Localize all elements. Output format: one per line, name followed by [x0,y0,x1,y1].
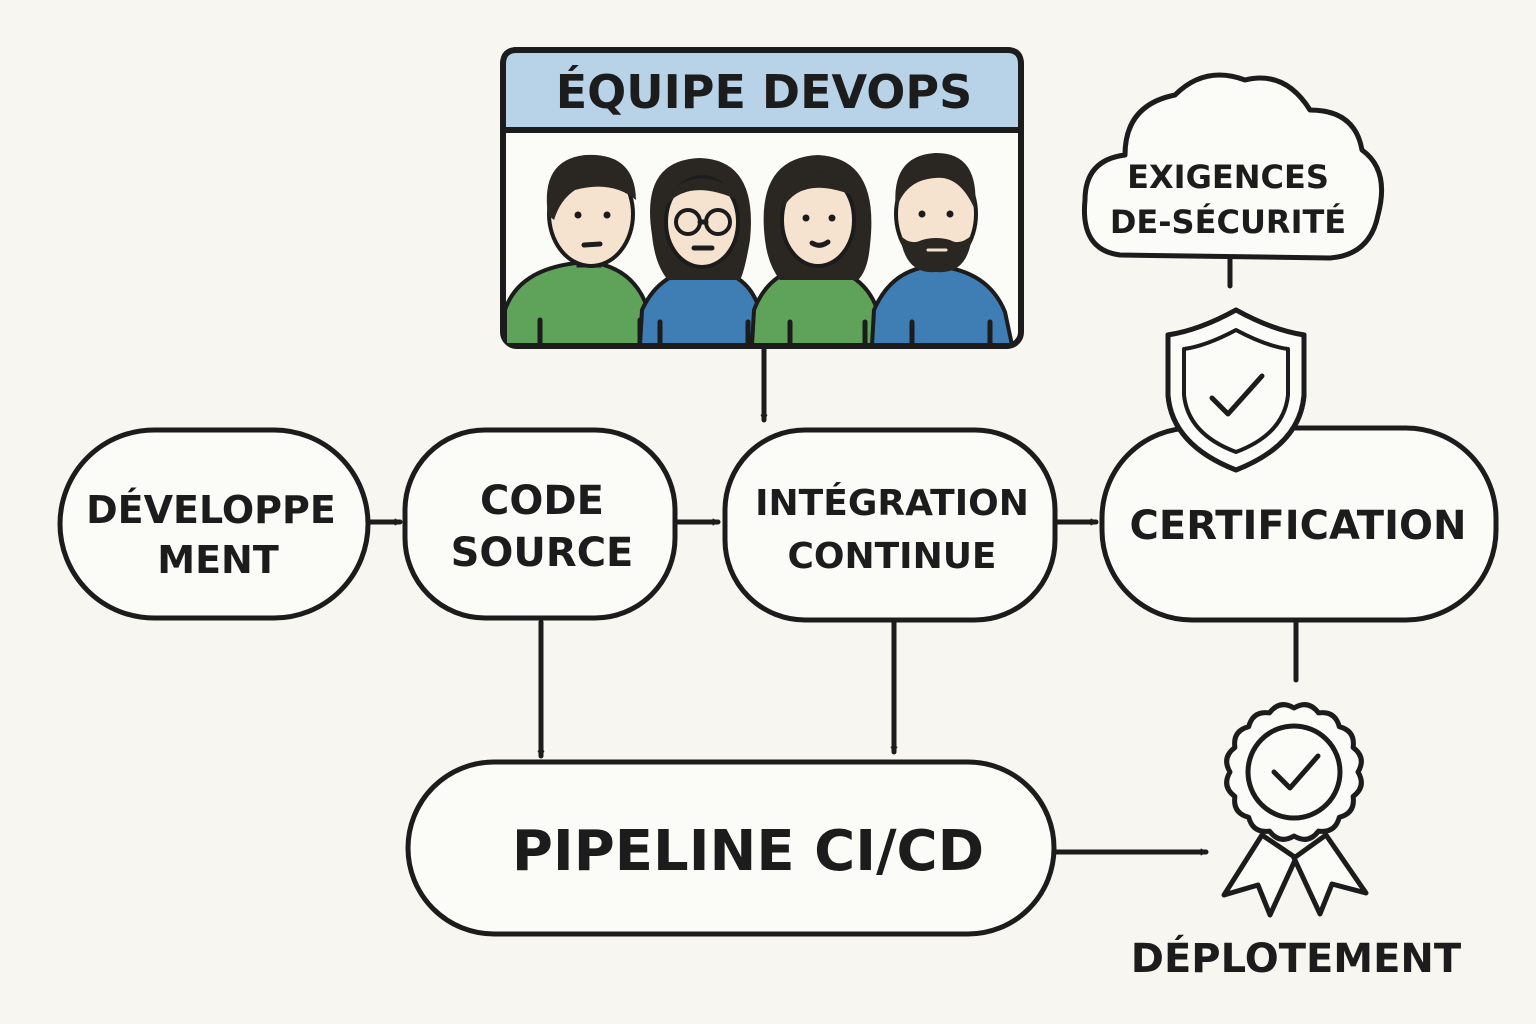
node-certification-label: CERTIFICATION [1130,503,1467,549]
node-pipeline: PIPELINE CI/CD [405,759,1057,937]
team-panel: ÉQUIPE DEVOPS [500,47,1024,349]
node-continuous-integration: INTÉGRATION CONTINUE [722,427,1058,623]
cloud-icon [1081,72,1385,261]
node-integration-line2: CONTINUE [787,536,996,577]
shield-overlay [1165,307,1307,473]
cloud-label-line2: DE-SÉCURITÉ [1110,203,1346,241]
node-pipeline-label: PIPELINE CI/CD [512,819,984,884]
team-panel-header [500,47,1024,133]
cloud-label-line1: EXIGENCES [1127,158,1329,196]
team-member-2-avatar [638,158,764,344]
team-members [506,152,1014,344]
node-source-code: CODE SOURCE [402,427,678,621]
team-member-3-avatar [750,155,882,344]
node-development-line2: MENT [157,538,279,582]
node-development: DÉVELOPPE MENT [57,427,371,621]
node-certification: CERTIFICATION [1099,425,1499,623]
connectors [365,343,1299,856]
team-member-1-avatar [506,154,652,344]
award-badge-icon [1221,702,1369,918]
node-source-code-line1: CODE [480,478,604,524]
node-development-line1: DÉVELOPPE [86,488,336,532]
team-panel-title: ÉQUIPE DEVOPS [556,65,973,119]
team-member-4-avatar [870,152,1014,344]
node-integration-line1: INTÉGRATION [755,482,1029,524]
node-source-code-line2: SOURCE [451,530,634,576]
deployment-label: DÉPLOTEMENT [1131,934,1462,982]
security-requirements-cloud: EXIGENCES DE-SÉCURITÉ [1081,72,1385,261]
